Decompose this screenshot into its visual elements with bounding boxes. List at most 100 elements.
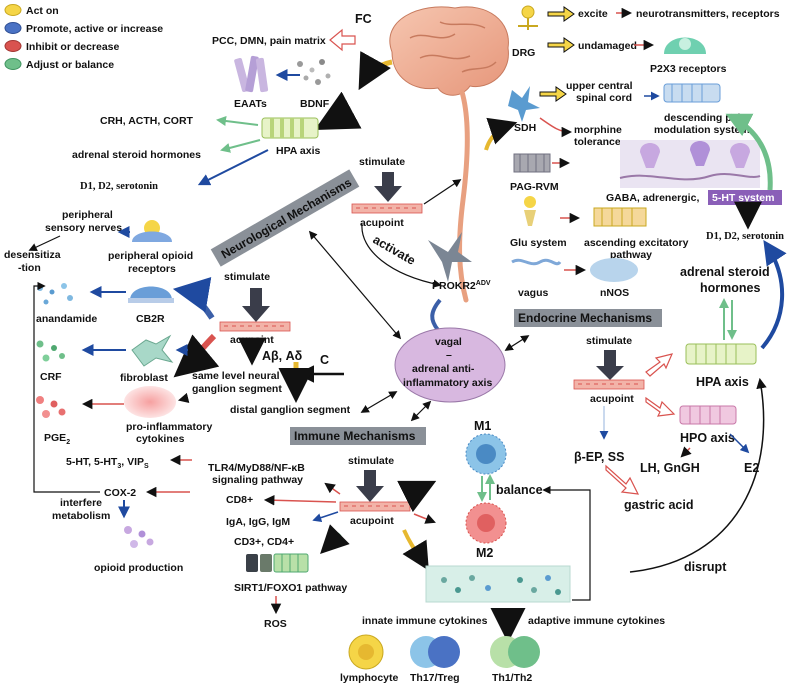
cox2-label: COX-2 <box>104 487 136 499</box>
arrow-to-sirt1 <box>320 524 350 554</box>
acupoint-imm-icon <box>339 501 411 512</box>
cd8-label: CD8+ <box>226 494 253 506</box>
proinflammatory-cytokines-icon <box>124 386 176 418</box>
arrow-acupoint-to-hpa <box>645 353 674 377</box>
fibroblast-icon <box>131 334 174 367</box>
arrow-stimulate-imm <box>356 470 384 502</box>
undamaged-label: undamaged <box>578 40 637 52</box>
glu-label: Glu system <box>510 237 567 249</box>
stimulate-left-label: stimulate <box>224 271 270 283</box>
pcc-label: PCC, DMN, pain matrix <box>212 35 326 47</box>
drg-label: DRG <box>512 47 535 59</box>
gastric-label: gastric acid <box>624 498 693 512</box>
th1-th2-icon <box>490 636 540 668</box>
legend-item-promote: Promote, active or increase <box>4 22 163 35</box>
acupoint-top-icon <box>351 203 423 214</box>
arrow-acupoint-to-hpo <box>645 396 676 417</box>
pag-rvm-icon <box>513 153 551 173</box>
ros-label: ROS <box>264 618 287 630</box>
acupoint-endo-label: acupoint <box>590 393 634 405</box>
arrow-beta-to-gastric <box>605 464 640 495</box>
cb2r-icon <box>128 286 174 303</box>
arrow-hpo-to-e2 <box>729 433 750 454</box>
arrow-cox2-to-interfere <box>33 281 100 493</box>
m2-macrophage-icon <box>465 502 507 544</box>
legend-item-inhibit: Inhibit or decrease <box>4 40 120 53</box>
svg-text:Inhibit or decrease: Inhibit or decrease <box>26 41 120 53</box>
arrow-to-cytokines <box>177 392 190 404</box>
endocrine-banner <box>514 309 662 327</box>
d1-top-label: D1, D2, serotonin <box>80 181 158 192</box>
arrow-disrupt-to-hpa <box>629 377 767 573</box>
svg-text:Adjust or balance: Adjust or balance <box>26 59 114 71</box>
ascending-pathway-icon <box>593 207 647 227</box>
proinflammatory-label-1: pro-inflammatory <box>126 421 213 433</box>
vagus-nerve-icon <box>511 258 562 266</box>
th17-label: Th17/Treg <box>410 672 460 684</box>
beta-ep-label: β-EP, SS <box>574 450 624 464</box>
upper-spinal-label-1: upper central <box>566 80 633 92</box>
arrow-hpa-to-d1-blue <box>760 240 787 350</box>
th1-label: Th1/Th2 <box>492 672 532 684</box>
opioid-production-label: opioid production <box>94 562 183 574</box>
abeta-label: Aβ, Aδ <box>262 349 303 363</box>
lh-label: LH, GnGH <box>640 461 700 475</box>
innate-label: innate immune cytokines <box>362 615 488 627</box>
sdh-icon <box>508 86 540 122</box>
arrow-green-up <box>725 113 773 191</box>
arrow-sdh-to-morphine <box>539 117 573 138</box>
adrenal-right-label-1: adrenal steroid <box>680 265 770 279</box>
arrow-brain-to-bdnf <box>358 51 393 91</box>
th17-treg-icon <box>410 636 460 668</box>
svg-text:inflammatory axis: inflammatory axis <box>403 377 492 389</box>
tlr4-label-1: TLR4/MyD88/NF-κB <box>208 462 305 474</box>
arrow-acupoint-left-red <box>173 333 220 378</box>
brain-illustration <box>389 6 509 96</box>
desensitization-label-2: -tion <box>18 262 41 274</box>
bdnf-icon <box>297 59 331 85</box>
disrupt-label: disrupt <box>684 560 727 574</box>
pge2-label: PGE2 <box>44 432 70 446</box>
igs-label: IgA, IgG, IgM <box>226 516 290 528</box>
cb2r-label: CB2R <box>136 313 165 325</box>
activate-label: activate <box>371 232 418 267</box>
arrow-hpo-to-lh <box>680 446 692 458</box>
acupoint-left-label: acupoint <box>230 334 274 346</box>
arrow-sdh-upper <box>539 86 567 102</box>
immune-banner-label: Immune Mechanisms <box>294 429 416 443</box>
arrow-acupoint-to-m1 <box>397 480 437 513</box>
bdnf-label: BDNF <box>300 98 330 110</box>
adrenal-steroid-label: adrenal steroid hormones <box>72 149 201 161</box>
d1-right-label: D1, D2, serotonin <box>706 231 784 242</box>
morphine-label-2: tolerance <box>574 136 621 148</box>
eaats-label: EAATs <box>234 98 267 110</box>
excite-label: excite <box>578 8 608 20</box>
upper-spinal-label-2: spinal cord <box>576 92 632 104</box>
hpa-right-label: HPA axis <box>696 375 749 389</box>
arrow-fc-to-pcc <box>329 28 356 52</box>
arrow-to-tlr4 <box>324 482 341 495</box>
arrow-nerves-to-desens <box>28 235 61 251</box>
hpo-axis-icon <box>679 405 737 425</box>
stimulate-imm-label: stimulate <box>348 455 394 467</box>
m1-macrophage-icon <box>465 433 507 475</box>
neurotransmitters-label: neurotransmitters, receptors <box>636 8 780 20</box>
proinflammatory-label-2: cytokines <box>136 433 185 445</box>
arrow-to-igs <box>312 511 339 522</box>
opioid-receptors-label-2: receptors <box>128 263 176 275</box>
interfere-label-1: interfere <box>60 497 102 509</box>
stimulate-top-label: stimulate <box>359 156 405 168</box>
arrow-acupoint-left-to-cb2r <box>172 276 215 320</box>
drg-icon <box>518 5 538 30</box>
gaba-label: GABA, adrenergic, <box>606 192 699 204</box>
endocrine-banner-label: Endocrine Mechanisms <box>518 311 652 325</box>
adrenal-right-label-2: hormones <box>700 281 760 295</box>
peripheral-nerves-label-1: peripheral <box>62 209 113 221</box>
arrow-hpa-to-d1 <box>197 149 269 186</box>
arrow-acupoint-to-cytokines <box>402 529 429 571</box>
immune-banner <box>290 427 426 445</box>
same-level-label-1: same level neural <box>192 370 280 382</box>
arrow-stimulate-left <box>242 288 270 322</box>
m2-label: M2 <box>476 546 493 560</box>
